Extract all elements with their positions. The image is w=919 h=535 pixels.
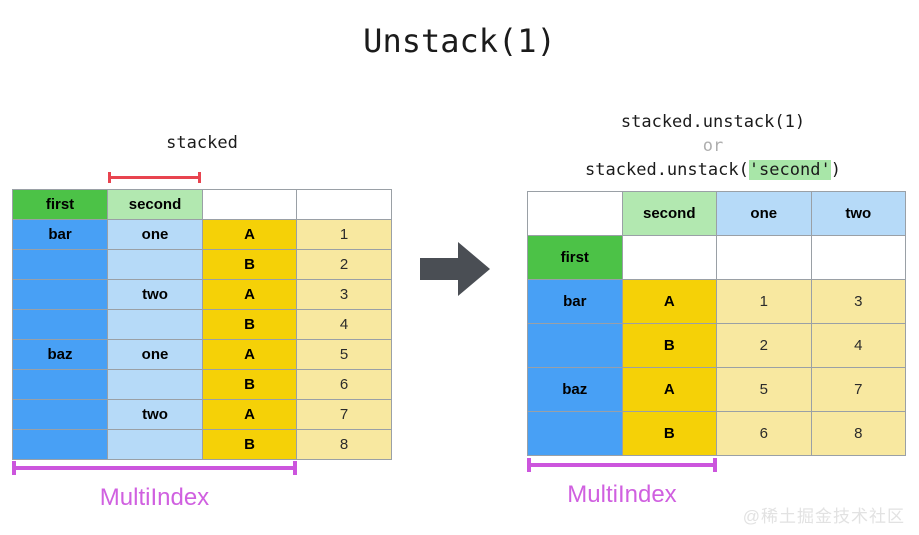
table-header-row: second one two xyxy=(527,191,906,236)
cell-second xyxy=(107,249,203,280)
table-header-row: first second xyxy=(12,189,392,220)
cell-second: one xyxy=(107,219,203,250)
table-row: bar one A 1 xyxy=(12,219,392,250)
table-row: B 6 8 xyxy=(527,411,906,456)
table-row: B 2 4 xyxy=(527,323,906,368)
cell-ab: B xyxy=(202,369,297,400)
code-caption: stacked.unstack(1) or stacked.unstack('s… xyxy=(520,110,906,182)
cell-second: two xyxy=(107,279,203,310)
subheader-blank-3 xyxy=(810,235,906,280)
red-range-bracket xyxy=(108,172,201,183)
right-multiindex-label: MultiIndex xyxy=(567,481,677,508)
cell-value-one: 2 xyxy=(716,323,812,368)
right-arrow-icon xyxy=(420,240,490,298)
cell-value-one: 6 xyxy=(716,411,812,456)
table-row: bar A 1 3 xyxy=(527,279,906,324)
header-second: second xyxy=(621,191,717,236)
cell-first xyxy=(527,323,623,368)
left-multiindex-bracket xyxy=(12,461,297,475)
cell-ab: A xyxy=(202,339,297,370)
left-multiindex-label: MultiIndex xyxy=(99,484,210,511)
table-row: baz one A 5 xyxy=(12,339,392,370)
cell-first xyxy=(12,309,108,340)
cell-first: baz xyxy=(527,367,623,412)
header-blank-2 xyxy=(296,189,392,220)
cell-ab: A xyxy=(621,279,717,324)
header-two: two xyxy=(810,191,906,236)
table-row: B 6 xyxy=(12,369,392,400)
code-or-separator: or xyxy=(702,136,724,156)
cell-value-one: 1 xyxy=(716,279,812,324)
cell-value: 5 xyxy=(296,339,392,370)
cell-value-two: 4 xyxy=(810,323,906,368)
unstacked-table: second one two first bar A 1 3 B 2 4 baz… xyxy=(527,191,906,456)
table-row: baz A 5 7 xyxy=(527,367,906,412)
cell-value: 3 xyxy=(296,279,392,310)
cell-ab: A xyxy=(202,219,297,250)
cell-second: two xyxy=(107,399,203,430)
subheader-blank-1 xyxy=(621,235,717,280)
header-corner-blank xyxy=(527,191,623,236)
cell-value: 1 xyxy=(296,219,392,250)
right-multiindex-bracket xyxy=(527,458,717,472)
code-arg-highlight: 'second' xyxy=(748,160,831,180)
table-row: two A 3 xyxy=(12,279,392,310)
cell-ab: A xyxy=(202,279,297,310)
cell-value: 6 xyxy=(296,369,392,400)
red-bracket-right-cap xyxy=(198,172,201,183)
cell-first xyxy=(12,429,108,460)
cell-value: 7 xyxy=(296,399,392,430)
page-title: Unstack(1) xyxy=(363,22,556,60)
cell-value-two: 7 xyxy=(810,367,906,412)
cell-first xyxy=(12,279,108,310)
cell-first xyxy=(12,399,108,430)
table-row: B 8 xyxy=(12,429,392,460)
cell-second xyxy=(107,369,203,400)
cell-value-one: 5 xyxy=(716,367,812,412)
cell-value: 2 xyxy=(296,249,392,280)
cell-first xyxy=(12,249,108,280)
header-first: first xyxy=(527,235,623,280)
stacked-table: first second bar one A 1 B 2 two A 3 B xyxy=(12,189,392,460)
cell-value: 8 xyxy=(296,429,392,460)
cell-first: bar xyxy=(527,279,623,324)
cell-ab: A xyxy=(202,399,297,430)
cell-second xyxy=(107,309,203,340)
cell-value: 4 xyxy=(296,309,392,340)
table-row: B 2 xyxy=(12,249,392,280)
watermark: @稀土掘金技术社区 xyxy=(742,507,905,526)
code-prefix: stacked.unstack( xyxy=(585,160,749,180)
cell-first xyxy=(12,369,108,400)
cell-first xyxy=(527,411,623,456)
cell-ab: B xyxy=(621,323,717,368)
table-subheader-row: first xyxy=(527,235,906,280)
bracket-bar xyxy=(12,466,297,470)
cell-second xyxy=(107,429,203,460)
cell-ab: B xyxy=(202,249,297,280)
table-row: B 4 xyxy=(12,309,392,340)
header-first: first xyxy=(12,189,108,220)
code-suffix: ) xyxy=(830,160,841,180)
cell-second: one xyxy=(107,339,203,370)
table-row: two A 7 xyxy=(12,399,392,430)
code-line-1: stacked.unstack(1) xyxy=(620,112,806,132)
bracket-right-cap xyxy=(713,458,717,472)
red-bracket-bar xyxy=(108,176,201,179)
cell-ab: A xyxy=(621,367,717,412)
cell-value-two: 3 xyxy=(810,279,906,324)
header-blank-1 xyxy=(202,189,297,220)
cell-first: baz xyxy=(12,339,108,370)
header-second: second xyxy=(107,189,203,220)
header-one: one xyxy=(716,191,812,236)
code-line-3: stacked.unstack('second') xyxy=(520,158,906,182)
subheader-blank-2 xyxy=(716,235,812,280)
cell-value-two: 8 xyxy=(810,411,906,456)
cell-ab: B xyxy=(202,429,297,460)
bracket-right-cap xyxy=(293,461,297,475)
cell-ab: B xyxy=(202,309,297,340)
stacked-caption: stacked xyxy=(166,133,238,153)
cell-first: bar xyxy=(12,219,108,250)
cell-ab: B xyxy=(621,411,717,456)
bracket-bar xyxy=(527,463,717,467)
